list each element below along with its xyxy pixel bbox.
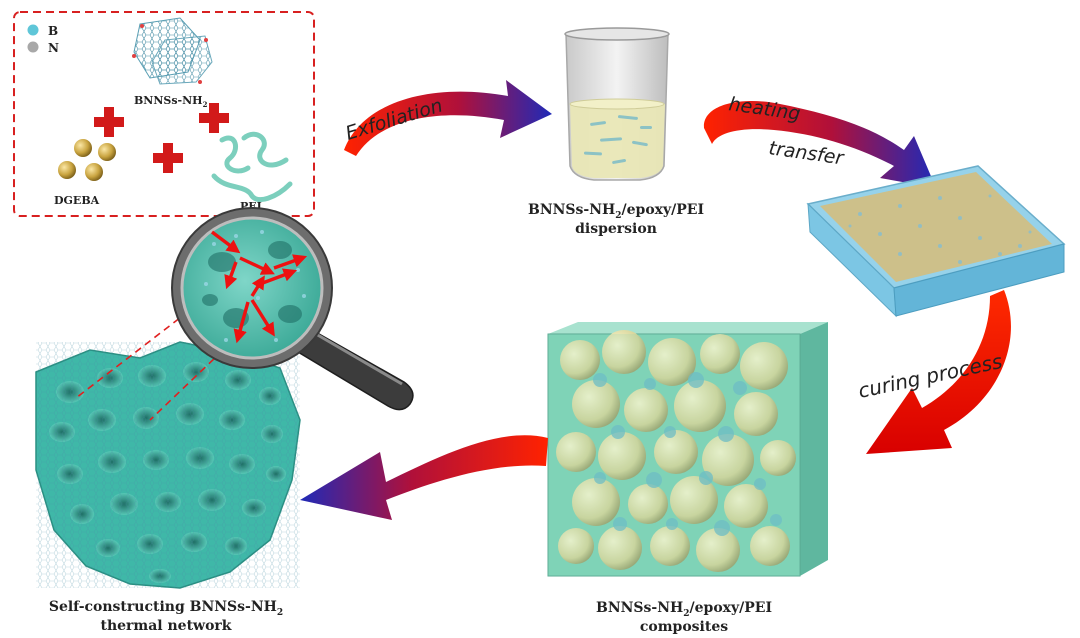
plus-icon — [94, 107, 124, 137]
dispersion-label-line1: BNNSs-NH2/epoxy/PEI — [528, 202, 704, 221]
exfoliation-label: Exfoliation — [343, 94, 445, 144]
composite-spheres — [556, 330, 796, 572]
boron-legend-label: B — [48, 24, 58, 38]
dispersion-label-line2: dispersion — [575, 221, 657, 237]
bnnss-label: BNNSs-NH2 — [134, 94, 208, 109]
beaker-illustration — [564, 27, 670, 181]
zoom-guide-line — [149, 333, 241, 421]
network-label-line1: Self-constructing BNNSs-NH2 — [49, 599, 283, 618]
dgeba-label: DGEBA — [54, 194, 100, 207]
exfoliation-arrow — [344, 80, 552, 156]
dgeba-molecule-icon — [58, 139, 116, 181]
heating-transfer-arrow — [703, 101, 936, 188]
transfer-label: transfer — [767, 137, 846, 169]
network-formation-arrow — [300, 435, 548, 520]
composite-cube-illustration — [547, 322, 828, 577]
plus-icon — [199, 103, 229, 133]
boron-legend-dot — [27, 24, 39, 36]
materials-frame — [13, 11, 315, 217]
curing-process-arrow — [866, 290, 1011, 454]
composites-label-line1: BNNSs-NH2/epoxy/PEI — [596, 600, 772, 619]
plus-icon — [153, 143, 183, 173]
network-label-line2: thermal network — [100, 618, 231, 634]
pei-polymer-icon — [211, 131, 293, 202]
nitrogen-legend-dot — [27, 41, 39, 53]
composites-label-line2: composites — [640, 619, 728, 635]
bnnss-sheet-icon — [132, 17, 213, 85]
magnifier-icon — [171, 207, 414, 411]
thermal-network-illustration — [35, 341, 301, 589]
nitrogen-legend-label: N — [48, 41, 59, 55]
mold-tray-illustration — [806, 165, 1066, 318]
materials-panel: B N BNNSs-NH2 DGEBA — [13, 11, 315, 217]
